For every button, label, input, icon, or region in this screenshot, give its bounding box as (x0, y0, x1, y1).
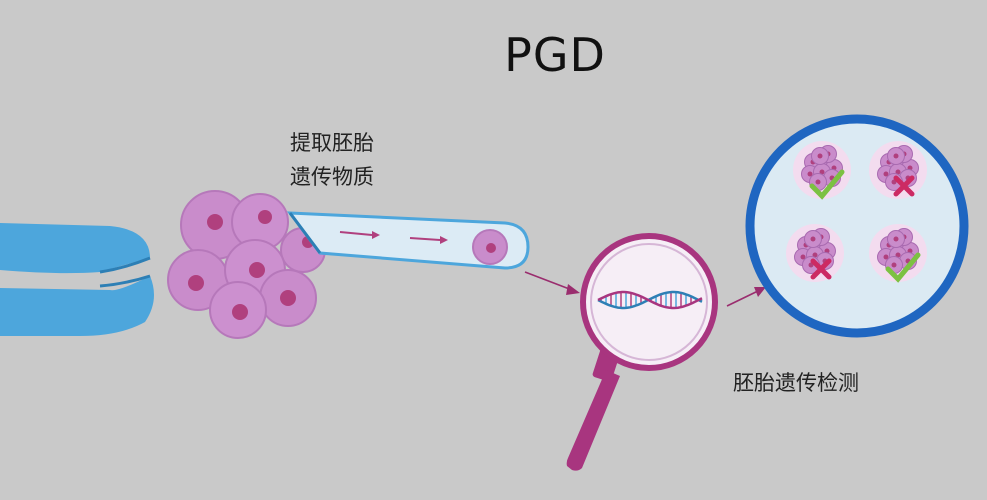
check-icon (885, 252, 921, 283)
arrow-to-magnifier-icon (524, 271, 580, 295)
magnifier-icon (566, 233, 718, 471)
dna-helix-icon (597, 290, 703, 310)
cross-icon (810, 258, 832, 280)
biopsy-pipette (286, 211, 530, 270)
testing-label: 胚胎遗传检测 (733, 371, 859, 395)
embryo-results (786, 141, 927, 283)
cross-icon (893, 175, 915, 197)
extract-label-line2: 遗传物质 (290, 165, 374, 189)
arrow-to-dish-icon (726, 287, 766, 307)
embryo-result-4 (869, 224, 927, 283)
page-title: PGD (504, 28, 606, 82)
embryo-cluster (167, 190, 326, 339)
fallopian-tube-icon (0, 223, 154, 336)
extract-label-line1: 提取胚胎 (290, 131, 374, 155)
embryo-result-1 (793, 141, 851, 200)
embryo-result-3 (786, 224, 844, 282)
check-icon (809, 169, 845, 200)
embryo-result-2 (869, 141, 927, 199)
petri-dish (745, 114, 969, 338)
